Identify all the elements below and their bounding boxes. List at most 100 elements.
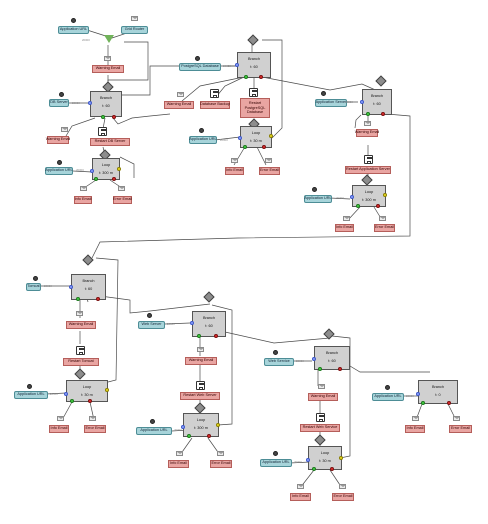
input-port[interactable] bbox=[360, 100, 364, 104]
true-port[interactable] bbox=[244, 75, 248, 79]
input-port[interactable] bbox=[181, 425, 185, 429]
true-port[interactable] bbox=[366, 112, 370, 116]
error-email-node[interactable]: Error Email bbox=[374, 224, 395, 232]
iterate-port[interactable] bbox=[243, 145, 247, 149]
false-port[interactable] bbox=[259, 75, 263, 79]
iterate-port[interactable] bbox=[356, 204, 360, 208]
branch-node[interactable]: Branch t: 60 bbox=[71, 274, 106, 300]
warning-email-node[interactable]: Warning Email bbox=[92, 65, 124, 73]
input-port[interactable] bbox=[238, 136, 242, 140]
exit-port[interactable] bbox=[330, 467, 334, 471]
warning-email-node[interactable]: Warning Email bbox=[66, 321, 96, 329]
true-port[interactable] bbox=[197, 334, 201, 338]
input-port[interactable] bbox=[90, 169, 94, 173]
input-port[interactable] bbox=[350, 195, 354, 199]
error-email-node[interactable]: Error Email bbox=[259, 167, 280, 175]
tomcat-node[interactable]: Tomcat bbox=[26, 283, 41, 291]
error-email-node[interactable]: Error Email bbox=[210, 460, 232, 468]
application-url-node[interactable]: Application URL bbox=[304, 195, 332, 203]
application-url-node[interactable]: Application URL bbox=[14, 391, 48, 399]
email-icon bbox=[379, 216, 386, 221]
input-port[interactable] bbox=[64, 392, 68, 396]
database-backup-node[interactable]: Database Backup bbox=[200, 101, 230, 109]
false-port[interactable] bbox=[112, 115, 116, 119]
error-email-node[interactable]: Error Email bbox=[449, 425, 472, 433]
warning-email-node[interactable]: Warning Email bbox=[355, 129, 379, 137]
info-email-node[interactable]: Info Email bbox=[290, 493, 311, 501]
branch-node[interactable]: Branch t: 60 bbox=[362, 89, 392, 115]
repeat-port[interactable] bbox=[269, 134, 273, 138]
exit-port[interactable] bbox=[376, 204, 380, 208]
restart-application-server-node[interactable]: Restart Application Server bbox=[345, 166, 391, 174]
info-email-node[interactable]: Info Email bbox=[405, 425, 425, 433]
iterate-port[interactable] bbox=[312, 467, 316, 471]
exit-port[interactable] bbox=[112, 177, 116, 181]
loop-node[interactable]: Loop t: 30 m bbox=[308, 446, 342, 470]
application-url-node[interactable]: Application URL bbox=[260, 459, 292, 467]
branch-node[interactable]: Branch t: 60 bbox=[237, 52, 271, 78]
info-email-node[interactable]: Info Email bbox=[335, 224, 354, 232]
input-port[interactable] bbox=[312, 357, 316, 361]
restart-web-service-node[interactable]: Restart Web Service bbox=[300, 424, 340, 432]
iterate-port[interactable] bbox=[187, 434, 191, 438]
monitor-icon bbox=[195, 56, 200, 61]
grid-router-node[interactable]: Grid Router bbox=[121, 26, 148, 34]
web-service-node[interactable]: Web Service bbox=[264, 358, 294, 366]
postgresql-database-node[interactable]: PostgreSQL Database bbox=[179, 63, 221, 71]
repeat-port[interactable] bbox=[383, 193, 387, 197]
input-port[interactable] bbox=[416, 392, 420, 396]
true-port[interactable] bbox=[76, 297, 80, 301]
info-email-node[interactable]: Info Email bbox=[49, 425, 69, 433]
web-server-node[interactable]: Web Server bbox=[138, 321, 165, 329]
false-port[interactable] bbox=[214, 334, 218, 338]
false-port[interactable] bbox=[381, 112, 385, 116]
db-server-node[interactable]: DB Server bbox=[49, 99, 69, 107]
input-port[interactable] bbox=[235, 63, 239, 67]
exit-port[interactable] bbox=[262, 145, 266, 149]
restart-db-node[interactable]: Restart DB Server bbox=[90, 138, 130, 146]
repeat-port[interactable] bbox=[339, 456, 343, 460]
application-url-node[interactable]: Application URL bbox=[136, 427, 172, 435]
application-url-node[interactable]: Application URL bbox=[189, 136, 217, 144]
false-port[interactable] bbox=[338, 367, 342, 371]
input-port[interactable] bbox=[190, 321, 194, 325]
iterate-port[interactable] bbox=[70, 399, 74, 403]
restart-tomcat-node[interactable]: Restart Tomcat bbox=[63, 358, 99, 366]
email-icon bbox=[265, 158, 272, 163]
false-port[interactable] bbox=[447, 401, 451, 405]
error-email-node[interactable]: Error Email bbox=[84, 425, 106, 433]
input-port[interactable] bbox=[306, 458, 310, 462]
false-port[interactable] bbox=[96, 297, 100, 301]
application-server-node[interactable]: Application Server bbox=[315, 99, 347, 107]
info-email-node[interactable]: Info Email bbox=[225, 167, 244, 175]
restart-postgresql-node[interactable]: Restart PostgreSQL Database bbox=[240, 98, 270, 118]
branch-node[interactable]: Branch t: 0 bbox=[418, 380, 458, 404]
repeat-port[interactable] bbox=[117, 167, 121, 171]
input-port[interactable] bbox=[69, 285, 73, 289]
branch-node[interactable]: Branch t: 60 bbox=[90, 91, 122, 117]
input-port[interactable] bbox=[88, 101, 92, 105]
iterate-port[interactable] bbox=[94, 177, 98, 181]
info-email-node[interactable]: Info Email bbox=[168, 460, 189, 468]
application-url-node[interactable]: Application URL bbox=[58, 26, 89, 34]
exit-port[interactable] bbox=[207, 434, 211, 438]
application-url-node[interactable]: Application URL bbox=[372, 393, 404, 401]
error-email-node[interactable]: Error Email bbox=[113, 196, 132, 204]
warning-email-node[interactable]: Warning Email bbox=[308, 393, 338, 401]
exit-port[interactable] bbox=[88, 399, 92, 403]
error-email-node[interactable]: Error Email bbox=[332, 493, 354, 501]
branch-node[interactable]: Branch t: 60 bbox=[192, 311, 226, 337]
true-port[interactable] bbox=[101, 115, 105, 119]
warning-email-node[interactable]: Warning Email bbox=[164, 101, 194, 109]
warning-email-node[interactable]: Warning Email bbox=[185, 357, 217, 365]
application-url-node[interactable]: Application URL bbox=[45, 167, 73, 175]
repeat-port[interactable] bbox=[216, 423, 220, 427]
true-port[interactable] bbox=[421, 401, 425, 405]
funnel-icon[interactable] bbox=[104, 35, 114, 43]
restart-web-server-node[interactable]: Restart Web Server bbox=[180, 392, 220, 400]
true-port[interactable] bbox=[318, 367, 322, 371]
warning-email-node[interactable]: Warning Email bbox=[46, 136, 70, 144]
info-email-node[interactable]: Info Email bbox=[74, 196, 92, 204]
repeat-port[interactable] bbox=[105, 388, 109, 392]
